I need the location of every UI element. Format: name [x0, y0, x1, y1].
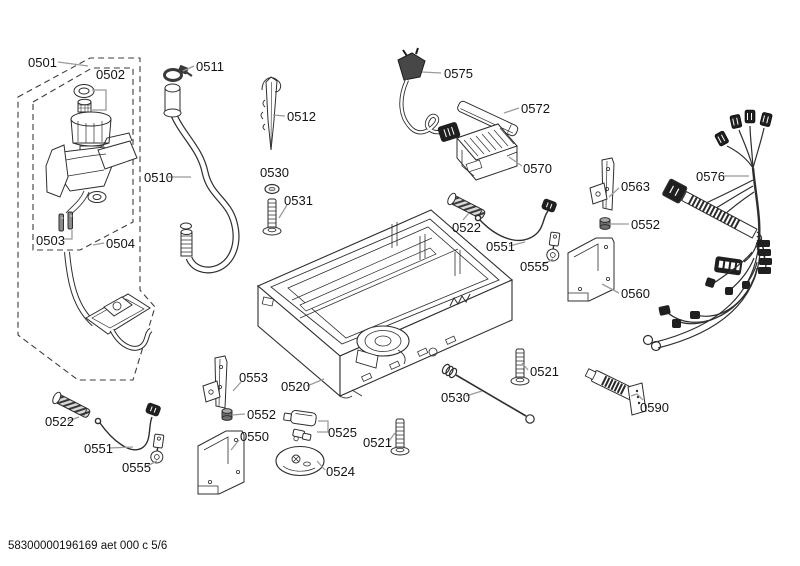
power-cord-drawing — [397, 47, 461, 142]
hinge-lever-left-drawing — [202, 355, 228, 409]
callout-0521-bottom: 0521 — [363, 435, 392, 450]
cover-disc-drawing — [275, 445, 325, 477]
callout-0563: 0563 — [621, 179, 650, 194]
callout-0512: 0512 — [287, 109, 316, 124]
grommet-screw-drawing — [262, 183, 282, 236]
callout-0510: 0510 — [144, 170, 173, 185]
latch-lever-right-drawing — [545, 231, 563, 263]
callout-0572: 0572 — [521, 101, 550, 116]
nut-right-drawing — [599, 217, 611, 230]
callout-0575: 0575 — [444, 66, 473, 81]
callout-0590: 0590 — [640, 400, 669, 415]
mounting-bracket-right-drawing — [567, 237, 615, 302]
hose-clamp-drawing — [163, 65, 193, 82]
holder-bracket-drawing — [260, 76, 282, 151]
leader-lines — [57, 61, 749, 471]
mounting-bracket-left-drawing — [197, 430, 245, 495]
callout-0560: 0560 — [621, 286, 650, 301]
valve-filter — [77, 98, 92, 113]
callout-0550: 0550 — [240, 429, 269, 444]
screw-right-drawing — [510, 348, 530, 386]
inlet-valve-drawing — [45, 84, 138, 232]
callout-0522-lower: 0522 — [45, 414, 74, 429]
assembly-boundary-0504 — [32, 67, 134, 251]
callout-0524: 0524 — [326, 464, 355, 479]
supply-hose-drawing — [163, 83, 240, 274]
callout-0530-bottom: 0530 — [441, 390, 470, 405]
screw-bottom-drawing — [390, 418, 410, 456]
base-pump-sump — [355, 325, 410, 369]
cover-strip-drawing — [457, 100, 519, 137]
callout-0551-upper: 0551 — [486, 239, 515, 254]
callout-0530-top: 0530 — [260, 165, 289, 180]
control-module-drawing — [456, 123, 518, 181]
rope-pulley-cable-left-drawing — [94, 402, 161, 451]
latch-lever-left-drawing — [149, 433, 167, 465]
hose-threaded-fitting — [180, 229, 193, 257]
threaded-rod-drawing — [441, 363, 535, 424]
valve-drain-hose-drawing — [64, 251, 153, 351]
callout-0551-lower: 0551 — [84, 441, 113, 456]
fixing-rail-drawing — [584, 368, 647, 416]
callout-0503: 0503 — [36, 233, 65, 248]
callout-0502: 0502 — [96, 67, 125, 82]
hinge-lever-right-drawing — [589, 157, 615, 211]
switch-drawing — [283, 410, 317, 442]
callout-0552-left: 0552 — [247, 407, 276, 422]
callout-0511: 0511 — [196, 59, 224, 74]
callout-0520: 0520 — [281, 379, 310, 394]
callout-0553: 0553 — [239, 370, 268, 385]
callout-0555-upper: 0555 — [520, 259, 549, 274]
callout-0525: 0525 — [328, 425, 357, 440]
callout-0531: 0531 — [284, 193, 313, 208]
cable-harness-drawing — [642, 109, 774, 352]
document-code: 58300000196169 aet 000 c 5/6 — [8, 540, 168, 552]
harness-edge-connector — [662, 178, 758, 239]
nut-left-drawing — [221, 408, 233, 421]
callout-0555-lower: 0555 — [122, 460, 151, 475]
callout-0501: 0501 — [28, 55, 57, 70]
callout-0570: 0570 — [523, 161, 552, 176]
callout-0552-right: 0552 — [631, 217, 660, 232]
valve-terminal-pins — [58, 211, 73, 232]
callout-0522-upper: 0522 — [452, 220, 481, 235]
callout-0521-right: 0521 — [530, 364, 559, 379]
base-pan-drawing — [256, 209, 514, 399]
rope-pulley-cable-right-drawing — [474, 198, 557, 242]
callout-0576: 0576 — [696, 169, 725, 184]
callout-0504: 0504 — [106, 236, 135, 251]
